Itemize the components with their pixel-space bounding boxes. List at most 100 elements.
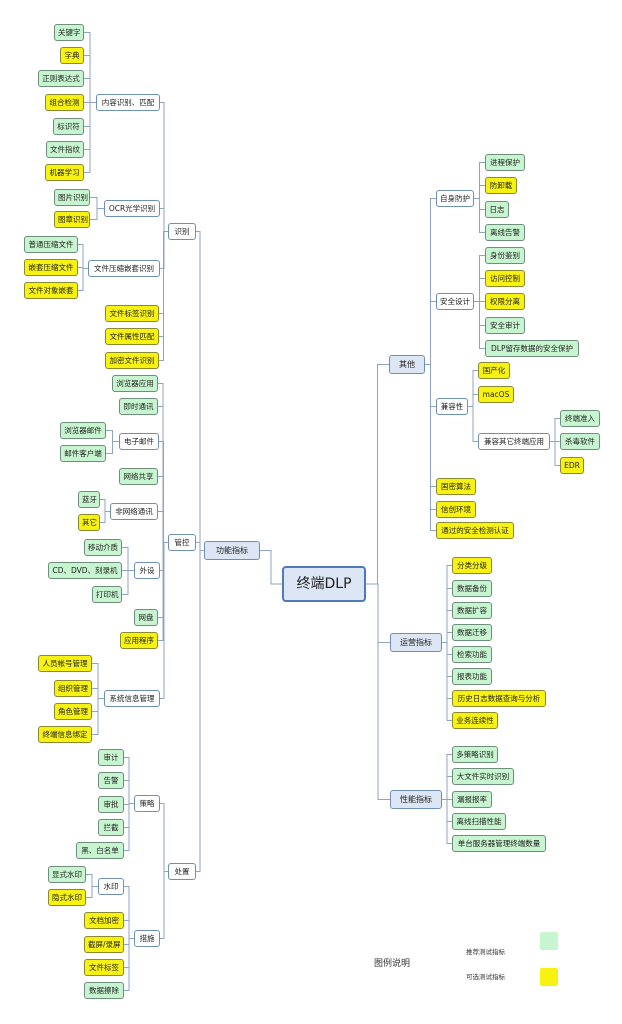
branch-other[interactable]: 其他: [389, 355, 425, 374]
leaf-dictionary[interactable]: 字典: [60, 47, 84, 64]
ocr-node[interactable]: OCR光学识别: [104, 200, 160, 217]
leaf-classification[interactable]: 分类分级: [452, 557, 492, 574]
leaf-visible-watermark[interactable]: 显式水印: [48, 866, 86, 883]
leaf-macos[interactable]: macOS: [478, 386, 514, 403]
leaf-browser-app[interactable]: 浏览器应用: [112, 375, 158, 392]
leaf-printer[interactable]: 打印机: [92, 586, 122, 603]
leaf-cd-dvd-burner[interactable]: CD、DVD、刻录机: [48, 562, 122, 579]
leaf-history-log-query[interactable]: 历史日志数据查询与分析: [452, 690, 546, 707]
leaf-hidden-watermark[interactable]: 隐式水印: [48, 889, 86, 906]
leaf-keyword[interactable]: 关键字: [54, 24, 84, 41]
leaf-endpoint-access[interactable]: 终端准入: [560, 410, 600, 427]
leaf-edr[interactable]: EDR: [560, 457, 584, 474]
leaf-org-mgmt[interactable]: 组织管理: [54, 680, 92, 697]
leaf-business-continuity[interactable]: 业务连续性: [452, 712, 498, 729]
leaf-regex[interactable]: 正则表达式: [38, 70, 84, 87]
leaf-domestic[interactable]: 国产化: [478, 362, 510, 379]
security-design-node[interactable]: 安全设计: [436, 293, 474, 310]
leaf-other-nonnet[interactable]: 其它: [78, 514, 100, 531]
leaf-log[interactable]: 日志: [485, 201, 509, 218]
leaf-audit[interactable]: 审计: [98, 749, 124, 766]
leaf-identifier[interactable]: 标识符: [53, 118, 84, 135]
leaf-screen-capture[interactable]: 截屏/录屏: [84, 936, 124, 953]
connector: [442, 799, 452, 844]
leaf-combo-detection[interactable]: 组合检测: [45, 94, 84, 111]
branch-operation-metrics[interactable]: 运营指标: [390, 633, 442, 652]
non-network-comm-node[interactable]: 非网络通讯: [110, 503, 158, 520]
leaf-large-file-realtime[interactable]: 大文件实时识别: [452, 768, 514, 785]
leaf-role-mgmt[interactable]: 角色管理: [54, 703, 92, 720]
leaf-file-object-nesting[interactable]: 文件对象嵌套: [24, 282, 78, 299]
leaf-search[interactable]: 检索功能: [452, 646, 492, 663]
root-node[interactable]: 终端DLP: [282, 566, 366, 602]
leaf-miss-rate[interactable]: 漏报报率: [452, 791, 492, 808]
leaf-privilege-separation[interactable]: 权限分离: [485, 293, 525, 310]
leaf-seal-recognition[interactable]: 图章识别: [54, 211, 90, 228]
leaf-multi-policy[interactable]: 多策略识别: [452, 746, 498, 763]
leaf-file-label[interactable]: 文件标签: [84, 959, 124, 976]
leaf-security-audit[interactable]: 安全审计: [485, 317, 525, 334]
leaf-plain-zip[interactable]: 普通压缩文件: [24, 236, 78, 253]
leaf-security-cert[interactable]: 通过的安全检测认证: [436, 522, 514, 539]
leaf-data-wipe[interactable]: 数据擦除: [84, 982, 124, 999]
compatibility-node[interactable]: 兼容性: [436, 398, 468, 415]
leaf-file-label-recognition[interactable]: 文件标签识别: [105, 305, 159, 322]
leaf-image-recognition[interactable]: 图片识别: [54, 189, 90, 206]
dispose-node[interactable]: 处置: [168, 863, 196, 880]
leaf-anti-uninstall[interactable]: 防卸载: [485, 177, 517, 194]
connector: [474, 301, 485, 349]
policy-node[interactable]: 策略: [134, 795, 160, 812]
leaf-identity-auth[interactable]: 身份鉴别: [485, 247, 525, 264]
leaf-nested-zip[interactable]: 嵌套压缩文件: [24, 259, 78, 276]
leaf-mail-client[interactable]: 邮件客户端: [60, 445, 106, 462]
measure-node[interactable]: 措施: [134, 930, 160, 947]
connector: [160, 542, 168, 699]
leaf-instant-messaging[interactable]: 即时通讯: [119, 398, 158, 415]
leaf-sm-crypto[interactable]: 国密算法: [436, 478, 476, 495]
leaf-network-share[interactable]: 网络共享: [119, 468, 158, 485]
email-node[interactable]: 电子邮件: [119, 433, 159, 450]
leaf-doc-encryption[interactable]: 文档加密: [84, 912, 124, 929]
system-info-mgmt-node[interactable]: 系统信息管理: [104, 690, 160, 707]
leaf-cloud-drive[interactable]: 网盘: [134, 609, 158, 626]
self-protection-node[interactable]: 自身防护: [436, 190, 474, 207]
content-recognition-node[interactable]: 内容识别、匹配: [96, 94, 160, 111]
leaf-process-protection[interactable]: 进程保护: [485, 154, 525, 171]
endpoint-compat-node[interactable]: 兼容其它终端应用: [478, 433, 550, 450]
leaf-alert[interactable]: 告警: [98, 772, 124, 789]
leaf-user-account-mgmt[interactable]: 人员帐号管理: [38, 655, 92, 672]
zip-nesting-node[interactable]: 文件压缩嵌套识别: [88, 260, 160, 277]
leaf-file-attribute-match[interactable]: 文件属性匹配: [105, 328, 159, 345]
leaf-offline-alert[interactable]: 离线告警: [485, 224, 525, 241]
identify-node[interactable]: 识别: [168, 223, 196, 240]
leaf-application[interactable]: 应用程序: [120, 632, 158, 649]
leaf-machine-learning[interactable]: 机器学习: [45, 164, 84, 181]
connector: [124, 938, 134, 991]
leaf-encrypted-file-recognition[interactable]: 加密文件识别: [105, 352, 159, 369]
leaf-bluetooth[interactable]: 蓝牙: [78, 491, 100, 508]
leaf-browser-mail[interactable]: 浏览器邮件: [60, 422, 106, 439]
leaf-server-endpoint-count[interactable]: 单台服务器管理终端数量: [452, 835, 546, 852]
leaf-data-backup[interactable]: 数据备份: [452, 580, 492, 597]
branch-function-metrics[interactable]: 功能指标: [204, 541, 260, 560]
branch-performance-metrics[interactable]: 性能指标: [390, 790, 442, 809]
connector: [124, 803, 134, 851]
leaf-endpoint-binding[interactable]: 终端信息绑定: [38, 726, 92, 743]
leaf-dlp-data-protection[interactable]: DLP留存数据的安全保护: [485, 340, 579, 357]
leaf-file-fingerprint[interactable]: 文件指纹: [46, 141, 84, 158]
leaf-data-migration[interactable]: 数据迁移: [452, 624, 492, 641]
leaf-data-expansion[interactable]: 数据扩容: [452, 602, 492, 619]
leaf-antivirus[interactable]: 杀毒软件: [560, 433, 600, 450]
connector: [124, 920, 134, 939]
leaf-approval[interactable]: 审批: [98, 796, 124, 813]
leaf-black-white-list[interactable]: 黑、白名单: [76, 842, 124, 859]
watermark-node[interactable]: 水印: [98, 878, 124, 895]
leaf-block[interactable]: 拦截: [98, 819, 124, 836]
leaf-offline-scan[interactable]: 离线扫描性能: [452, 813, 506, 830]
leaf-access-control[interactable]: 访问控制: [485, 270, 525, 287]
leaf-removable-media[interactable]: 移动介质: [84, 539, 122, 556]
leaf-xinchuang-env[interactable]: 信创环境: [436, 501, 476, 518]
peripheral-node[interactable]: 外设: [134, 562, 160, 579]
leaf-report[interactable]: 报表功能: [452, 668, 492, 685]
control-node[interactable]: 管控: [168, 534, 196, 551]
